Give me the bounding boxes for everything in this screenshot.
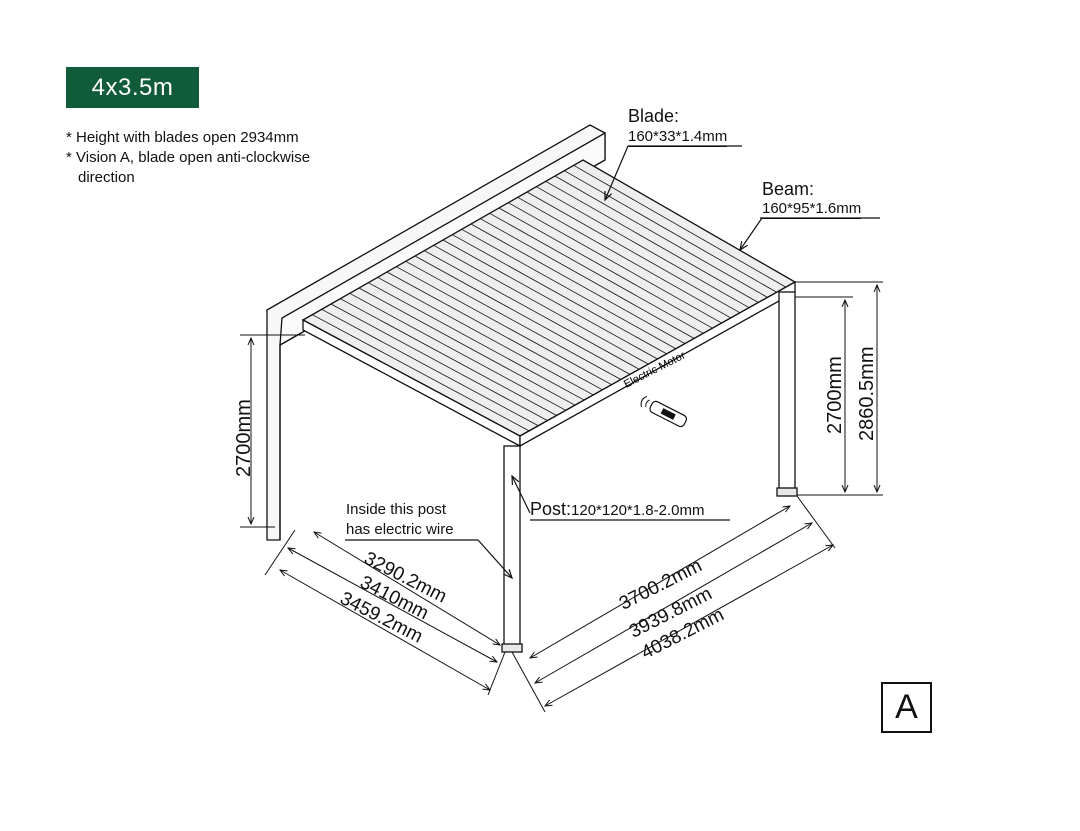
vision-marker: A	[881, 682, 932, 733]
note-vision-cont: direction	[78, 169, 135, 186]
roof-frame	[301, 159, 797, 448]
post-title: Post:	[530, 499, 572, 519]
blade-line	[396, 266, 612, 386]
dim-left-height: 2700mm	[233, 399, 255, 477]
wire-note-line1: Inside this post	[346, 501, 447, 518]
blade-line	[470, 223, 686, 344]
notes: * Height with blades open 2934mm * Visio…	[66, 128, 310, 188]
blade-line	[526, 191, 741, 314]
blade-line	[340, 298, 557, 416]
dim-right-height-inner: 2700mm	[824, 356, 846, 434]
note-vision: * Vision A, blade open anti-clockwise	[66, 149, 311, 166]
blade-line	[452, 234, 667, 355]
roof-blades	[312, 164, 787, 432]
beam-spec: 160*95*1.6mm	[762, 200, 862, 219]
blade-line	[545, 180, 759, 303]
right-post	[778, 291, 796, 493]
blade-line	[377, 276, 594, 396]
blade-line	[508, 202, 722, 324]
remote-control-icon	[640, 395, 688, 428]
dim-right-height-outer: 2860.5mm	[856, 346, 878, 442]
blade-line	[498, 207, 713, 329]
wire-note: Inside this post has electric wire	[346, 500, 454, 540]
post-spec: 120*120*1.8-2.0mm	[571, 502, 705, 519]
post-label: Post:120*120*1.8-2.0mm	[530, 499, 704, 520]
blade-line	[536, 186, 750, 309]
blade-line	[461, 228, 677, 350]
blade-line	[312, 314, 530, 432]
blade-line	[368, 282, 585, 401]
blade-line	[442, 239, 658, 360]
blade-line	[358, 287, 576, 406]
blade-line	[330, 303, 548, 421]
blade-line	[554, 175, 768, 298]
blade-line	[321, 308, 539, 427]
dimension-lines	[240, 281, 883, 713]
blade-line	[414, 255, 631, 375]
note-height: * Height with blades open 2934mm	[66, 129, 299, 146]
blade-line	[424, 250, 640, 370]
wire-note-line2: has electric wire	[346, 521, 454, 538]
blade-line	[433, 244, 649, 365]
blade-line	[517, 196, 732, 319]
blade-line	[564, 170, 777, 293]
beam-title: Beam:	[762, 179, 815, 199]
blade-spec: 160*33*1.4mm	[628, 128, 728, 147]
blade-line	[386, 271, 603, 391]
blade-title: Blade:	[628, 106, 680, 126]
blade-line	[480, 218, 695, 339]
blade-line	[573, 164, 787, 288]
blade-line	[405, 260, 622, 380]
posts	[501, 291, 798, 653]
blade-line	[489, 212, 704, 334]
size-badge: 4x3.5m	[66, 67, 199, 108]
blade-line	[349, 292, 567, 411]
